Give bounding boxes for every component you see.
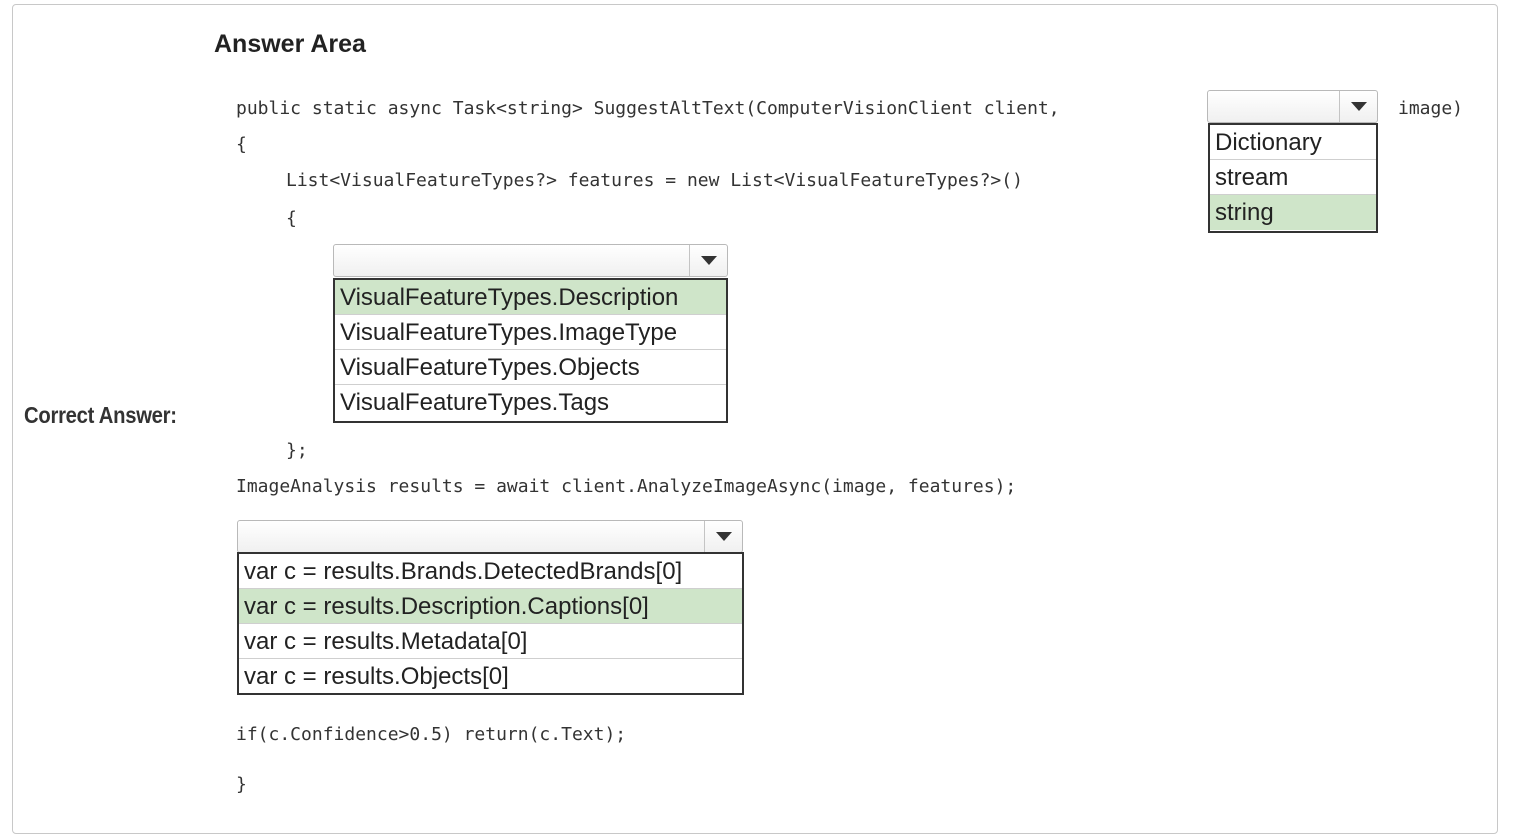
option-objects[interactable]: VisualFeatureTypes.Objects	[335, 350, 726, 385]
code-inner-brace-close: };	[286, 440, 308, 461]
option-stream[interactable]: stream	[1210, 160, 1376, 195]
option-objects-result[interactable]: var c = results.Objects[0]	[244, 663, 509, 690]
code-analyze-call: ImageAnalysis results = await client.Ana…	[236, 476, 1017, 497]
param-type-dropdown[interactable]	[1207, 90, 1378, 123]
param-type-options: Dictionary stream string	[1208, 123, 1378, 233]
option-dictionary[interactable]: Dictionary	[1210, 125, 1376, 160]
dropdown-arrow-button[interactable]	[1339, 91, 1377, 122]
chevron-down-icon	[700, 256, 717, 265]
dropdown-arrow-button[interactable]	[704, 521, 742, 552]
code-inner-brace-open: {	[286, 208, 297, 229]
correct-answer-label: Correct Answer:	[24, 402, 177, 428]
option-metadata[interactable]: var c = results.Metadata[0]	[239, 624, 742, 659]
result-options: var c = results.Brands.DetectedBrands[0]…	[237, 552, 744, 695]
chevron-down-icon	[715, 532, 732, 541]
option-description[interactable]: VisualFeatureTypes.Description	[335, 280, 726, 315]
option-string[interactable]: string	[1210, 195, 1376, 230]
dropdown-arrow-button[interactable]	[689, 245, 727, 276]
code-features-declaration: List<VisualFeatureTypes?> features = new…	[286, 170, 1023, 191]
option-description-captions[interactable]: var c = results.Description.Captions[0]	[239, 589, 742, 624]
code-signature-end: image)	[1398, 98, 1464, 119]
code-confidence-check: if(c.Confidence>0.5) return(c.Text);	[236, 724, 627, 745]
result-dropdown[interactable]	[237, 520, 743, 553]
option-tags[interactable]: VisualFeatureTypes.Tags	[340, 389, 610, 416]
features-dropdown[interactable]	[333, 244, 728, 277]
option-imagetype[interactable]: VisualFeatureTypes.ImageType	[335, 315, 726, 350]
chevron-down-icon	[1350, 102, 1367, 111]
features-options: VisualFeatureTypes.Description VisualFea…	[333, 278, 728, 423]
code-brace-close: }	[236, 774, 247, 795]
answer-area-title: Answer Area	[214, 30, 366, 58]
option-brands[interactable]: var c = results.Brands.DetectedBrands[0]	[239, 554, 742, 589]
code-brace-open: {	[236, 134, 247, 155]
code-signature: public static async Task<string> Suggest…	[236, 98, 1060, 119]
